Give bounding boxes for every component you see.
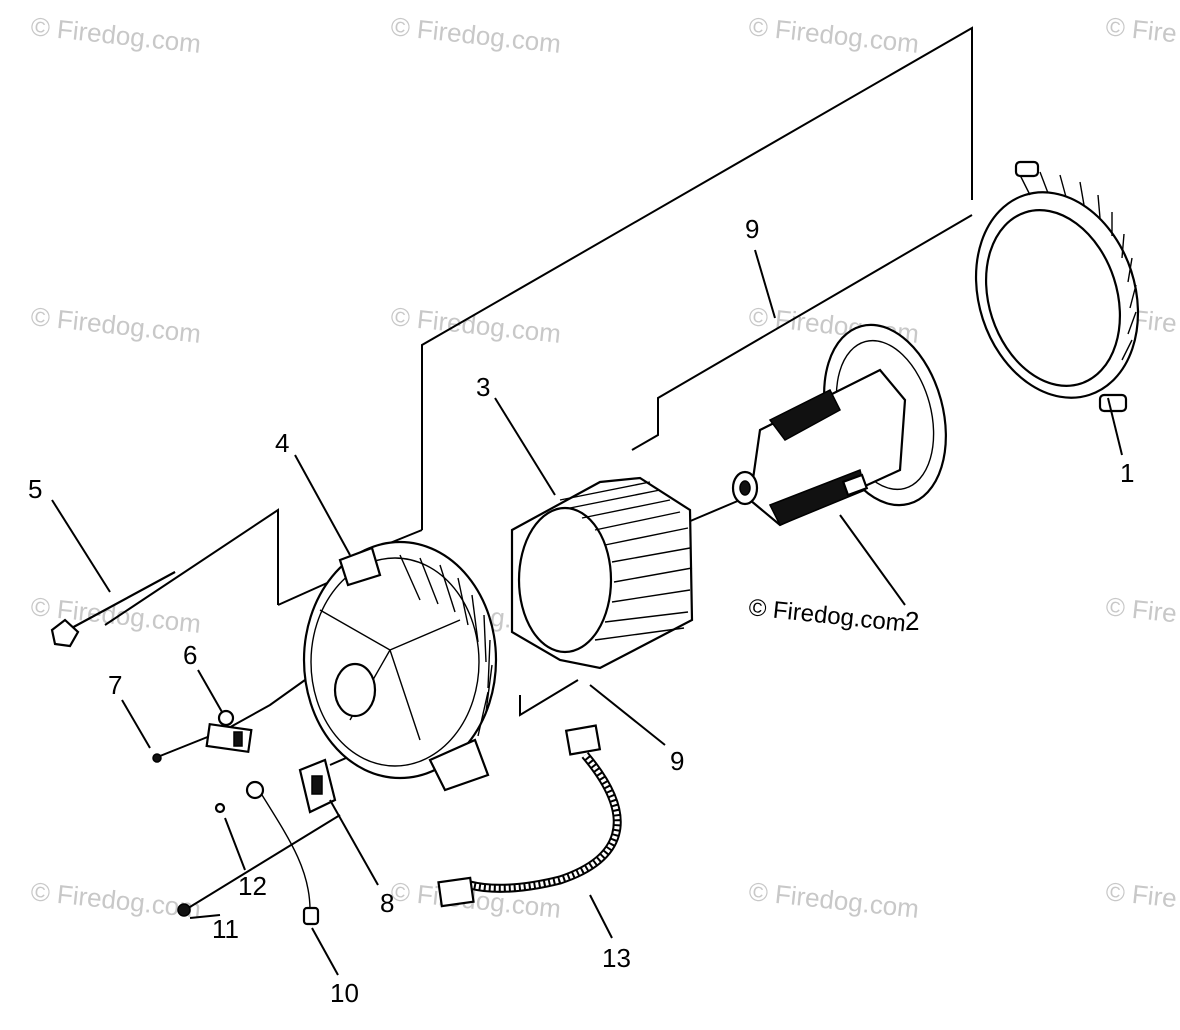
callout-6: 6 [183, 640, 197, 670]
watermark-partial: © Fire [1104, 876, 1178, 913]
callout-12: 12 [238, 871, 267, 901]
callout-4: 4 [275, 428, 289, 458]
credit-text: © Firedog.com [747, 594, 907, 637]
rear-housing [974, 160, 1140, 413]
screw-small [152, 749, 176, 763]
callout-10: 10 [330, 978, 359, 1008]
callout-13: 13 [602, 943, 631, 973]
callout-2: 2 [905, 606, 919, 636]
wiring-harness [437, 724, 622, 908]
callout-8: 8 [380, 888, 394, 918]
assembly-lines [104, 26, 973, 911]
callout-3: 3 [476, 372, 490, 402]
watermark: © Firedog.com [29, 11, 202, 59]
callout-1: 1 [1120, 458, 1134, 488]
callout-5: 5 [28, 474, 42, 504]
leader-lines [51, 249, 1123, 976]
watermark: © Firedog.com [29, 301, 202, 349]
callout-9-bottom: 9 [670, 746, 684, 776]
watermark: © Firedog.com [389, 301, 562, 349]
watermark: © Firedog.com [747, 876, 920, 924]
through-bolt [50, 571, 176, 648]
callout-9-top: 9 [745, 214, 759, 244]
stator [510, 476, 694, 670]
front-housing [302, 540, 498, 792]
watermark: © Firedog.com [29, 876, 202, 924]
ground-wire [245, 780, 320, 926]
watermark-partial: © Fire [1104, 591, 1178, 628]
watermark: © Firedog.com [747, 11, 920, 59]
screw-washer [177, 802, 226, 917]
callout-7: 7 [108, 670, 122, 700]
watermark: © Firedog.com [389, 11, 562, 59]
brush-holder [205, 709, 253, 754]
watermark-partial: © Fire [1104, 11, 1178, 48]
callouts: 1 2 3 4 5 6 7 8 9 9 10 11 12 13 [28, 214, 1134, 1008]
callout-11: 11 [212, 914, 239, 944]
rotor-fan [731, 323, 947, 527]
rectifier [298, 758, 337, 814]
